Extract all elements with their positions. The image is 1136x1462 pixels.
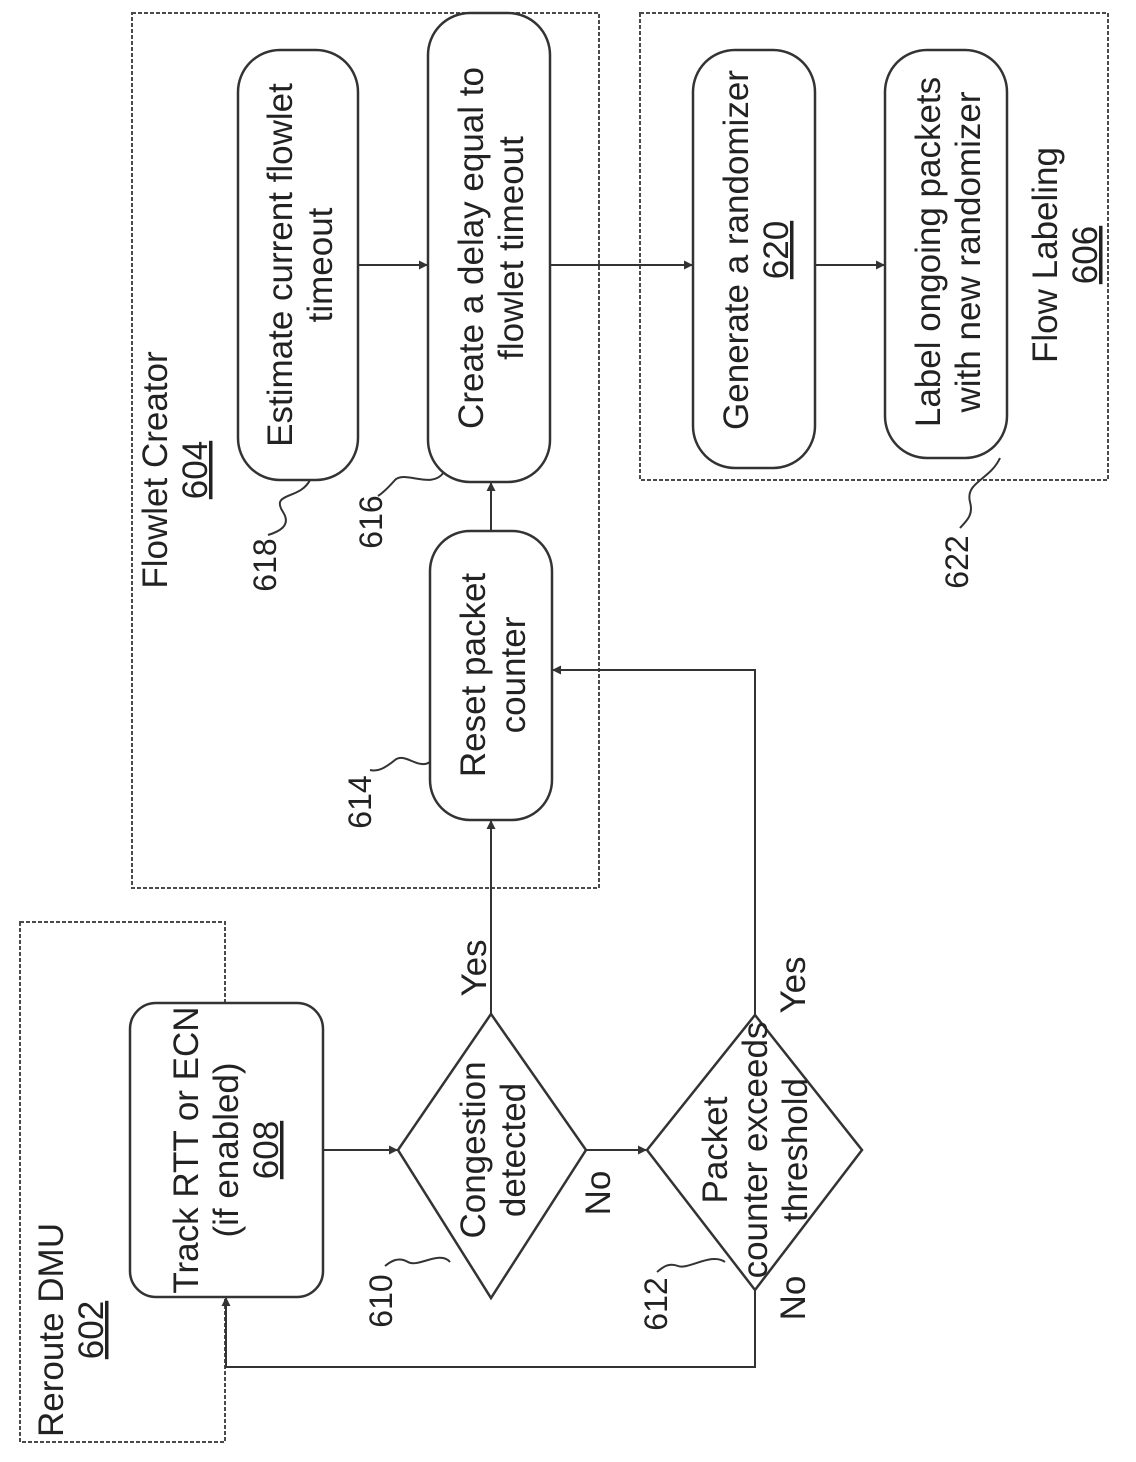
ref-616: 616 [353, 495, 389, 548]
threshold-yes-label: Yes [774, 956, 813, 1013]
congestion-detected-label: Congestion detected [454, 1061, 533, 1238]
svg-text:602: 602 [72, 1301, 111, 1359]
svg-text:604: 604 [176, 441, 215, 499]
svg-text:Packet: Packet [696, 1096, 735, 1203]
svg-text:(if enabled): (if enabled) [207, 1062, 246, 1237]
svg-text:Estimate current flowlet: Estimate current flowlet [261, 83, 300, 447]
svg-text:606: 606 [1066, 226, 1105, 284]
svg-text:Reset packet: Reset packet [454, 573, 493, 778]
svg-text:Track RTT or ECN: Track RTT or ECN [167, 1006, 206, 1293]
svg-text:608: 608 [247, 1121, 286, 1179]
ref-622: 622 [939, 535, 975, 588]
flowlet-creator-frame [131, 12, 600, 889]
congestion-detected-decision [396, 1011, 588, 1301]
congestion-yes-label: Yes [455, 939, 494, 996]
svg-text:620: 620 [757, 221, 796, 279]
reset-packet-counter-node [428, 529, 554, 822]
generate-randomizer-node [691, 48, 817, 470]
svg-text:timeout: timeout [301, 207, 340, 322]
svg-text:Create a delay equal to: Create a delay equal to [452, 67, 491, 429]
svg-text:detected: detected [494, 1083, 533, 1217]
leader-614 [369, 757, 431, 772]
packet-counter-threshold-decision [645, 1012, 864, 1293]
svg-text:with new randomizer: with new randomizer [949, 91, 988, 413]
ref-618: 618 [247, 538, 283, 591]
svg-text:counter: counter [494, 616, 533, 733]
leader-622 [959, 457, 1001, 529]
threshold-no-label: No [774, 1276, 813, 1321]
create-delay-node [426, 11, 552, 484]
edge-threshold-yes-to-reset [552, 665, 756, 1015]
generate-randomizer-label: Generate a randomizer 620 [717, 70, 796, 430]
svg-text:Reroute DMU: Reroute DMU [32, 1223, 71, 1437]
congestion-no-label: No [579, 1171, 618, 1216]
reset-packet-counter-label: Reset packet counter [454, 573, 533, 778]
svg-text:Congestion: Congestion [454, 1061, 493, 1238]
svg-text:Generate a randomizer: Generate a randomizer [717, 70, 756, 430]
svg-text:counter exceeds: counter exceeds [736, 1022, 775, 1279]
ref-610: 610 [363, 1274, 399, 1327]
ref-614: 614 [342, 775, 378, 828]
edge-threshold-no-to-track [221, 1290, 756, 1368]
track-rtt-node [128, 1001, 325, 1299]
leader-612 [656, 1257, 726, 1273]
leader-618 [267, 479, 311, 536]
leader-616 [377, 471, 445, 497]
svg-text:Flowlet Creator: Flowlet Creator [136, 351, 175, 589]
ref-612: 612 [638, 1277, 674, 1330]
svg-text:Flow Labeling: Flow Labeling [1026, 147, 1065, 363]
reroute-dmu-title: Reroute DMU 602 [32, 1223, 111, 1437]
flow-labeling-frame [639, 12, 1109, 481]
leader-610 [384, 1256, 451, 1267]
track-rtt-label: Track RTT or ECN (if enabled) 608 [167, 1006, 286, 1293]
flow-labeling-title: Flow Labeling 606 [1026, 147, 1105, 363]
svg-text:threshold: threshold [776, 1078, 815, 1222]
create-delay-label: Create a delay equal to flowlet timeout [452, 67, 531, 429]
packet-counter-threshold-label: Packet counter exceeds threshold [696, 1022, 815, 1279]
label-packets-node [883, 48, 1009, 460]
svg-text:Label ongoing packets: Label ongoing packets [909, 77, 948, 427]
svg-text:flowlet timeout: flowlet timeout [492, 136, 531, 360]
flowlet-creator-title: Flowlet Creator 604 [136, 351, 215, 589]
label-packets-label: Label ongoing packets with new randomize… [909, 77, 988, 427]
estimate-timeout-label: Estimate current flowlet timeout [261, 83, 340, 447]
estimate-timeout-node [236, 48, 360, 482]
